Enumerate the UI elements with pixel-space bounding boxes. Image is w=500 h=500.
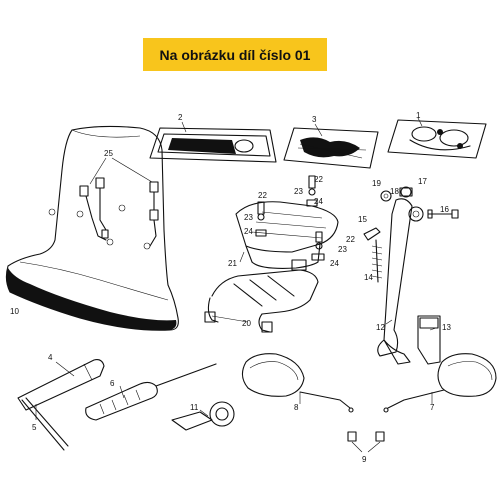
callout-1: 1 [416, 111, 421, 120]
fasteners [255, 175, 325, 261]
callout-22-c: 22 [346, 235, 355, 244]
callout-12: 12 [376, 323, 385, 332]
callout-10: 10 [10, 307, 19, 316]
windshield-brackets [79, 157, 159, 247]
callout-24-a: 24 [244, 227, 253, 236]
callout-6: 6 [110, 379, 115, 388]
callout-18: 18 [390, 187, 399, 196]
callout-11: 11 [190, 403, 199, 412]
callout-13: 13 [442, 323, 451, 332]
callout-5: 5 [32, 423, 37, 432]
lock-cable-set [387, 117, 487, 159]
title-banner: Na obrázku díl číslo 01 [143, 38, 327, 71]
callout-25: 25 [104, 149, 113, 158]
screwdriver [85, 363, 217, 421]
mirror-right [383, 353, 497, 413]
ignition-key [171, 401, 235, 431]
callout-17: 17 [418, 177, 427, 186]
callout-23-b: 23 [294, 187, 303, 196]
callout-4: 4 [48, 353, 53, 362]
callout-23-c: 23 [338, 245, 347, 254]
callout-9: 9 [362, 455, 367, 464]
document-bag [149, 121, 277, 163]
callout-15: 15 [358, 215, 367, 224]
callout-leaders [35, 251, 437, 420]
callout-numbers: 1 2 3 4 5 6 7 8 9 10 11 12 13 14 15 16 1… [10, 111, 451, 464]
callout-22-a: 22 [258, 191, 267, 200]
mirror-left [241, 353, 354, 413]
callout-20: 20 [242, 319, 251, 328]
callout-24-c: 24 [330, 259, 339, 268]
side-stand-assembly [363, 186, 459, 365]
mirror-adapters [347, 431, 385, 453]
windshield [5, 125, 179, 331]
callout-23-a: 23 [244, 213, 253, 222]
callout-14: 14 [364, 273, 373, 282]
rear-rack [235, 201, 339, 269]
callout-8: 8 [294, 403, 299, 412]
callout-16: 16 [440, 205, 449, 214]
tool-kit-pouch [283, 123, 379, 169]
callout-21: 21 [228, 259, 237, 268]
callout-2: 2 [178, 113, 183, 122]
banner-title: Na obrázku díl číslo 01 [159, 46, 311, 63]
callout-7: 7 [430, 403, 435, 412]
callout-22-b: 22 [314, 175, 323, 184]
top-case-carrier [204, 259, 319, 333]
callout-3: 3 [312, 115, 317, 124]
callout-24-b: 24 [314, 197, 323, 206]
spark-plug-wrench [17, 359, 105, 451]
callout-19: 19 [372, 179, 381, 188]
